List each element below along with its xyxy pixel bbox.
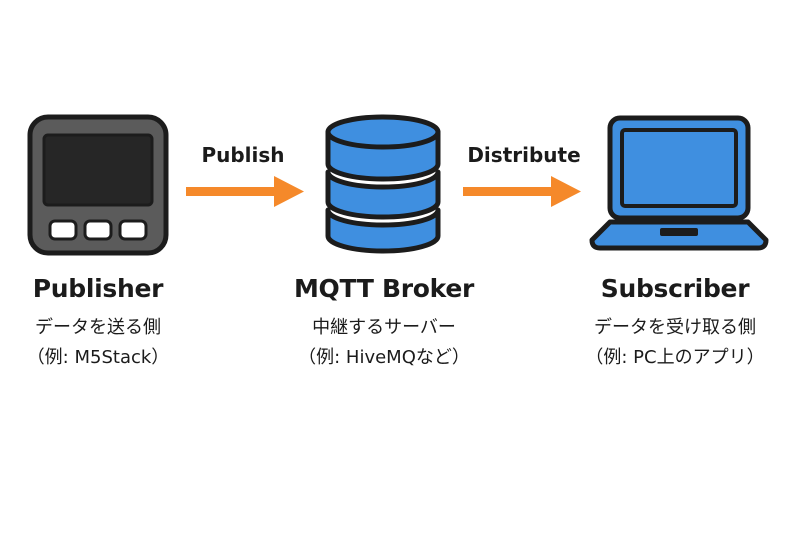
subscriber-description: データを受け取る側 [594, 317, 756, 338]
distribute-arrow-icon [463, 176, 581, 207]
subscriber-title: Subscriber [600, 274, 750, 303]
publish-arrow-label: Publish [201, 143, 285, 167]
distribute-arrow-label: Distribute [467, 143, 581, 167]
laptop-icon [589, 115, 769, 251]
subscriber-example: （例: PC上のアプリ） [585, 347, 765, 368]
broker-example: （例: HiveMQなど） [298, 347, 470, 368]
m5stack-device-icon [27, 114, 169, 256]
publisher-title: Publisher [32, 274, 164, 303]
publisher-description: データを送る側 [35, 317, 161, 338]
broker-description: 中継するサーバー [312, 317, 456, 338]
database-server-icon [325, 114, 441, 254]
publish-arrow-icon [186, 176, 304, 207]
broker-title: MQTT Broker [293, 274, 474, 303]
publisher-example: （例: M5Stack） [26, 347, 170, 368]
